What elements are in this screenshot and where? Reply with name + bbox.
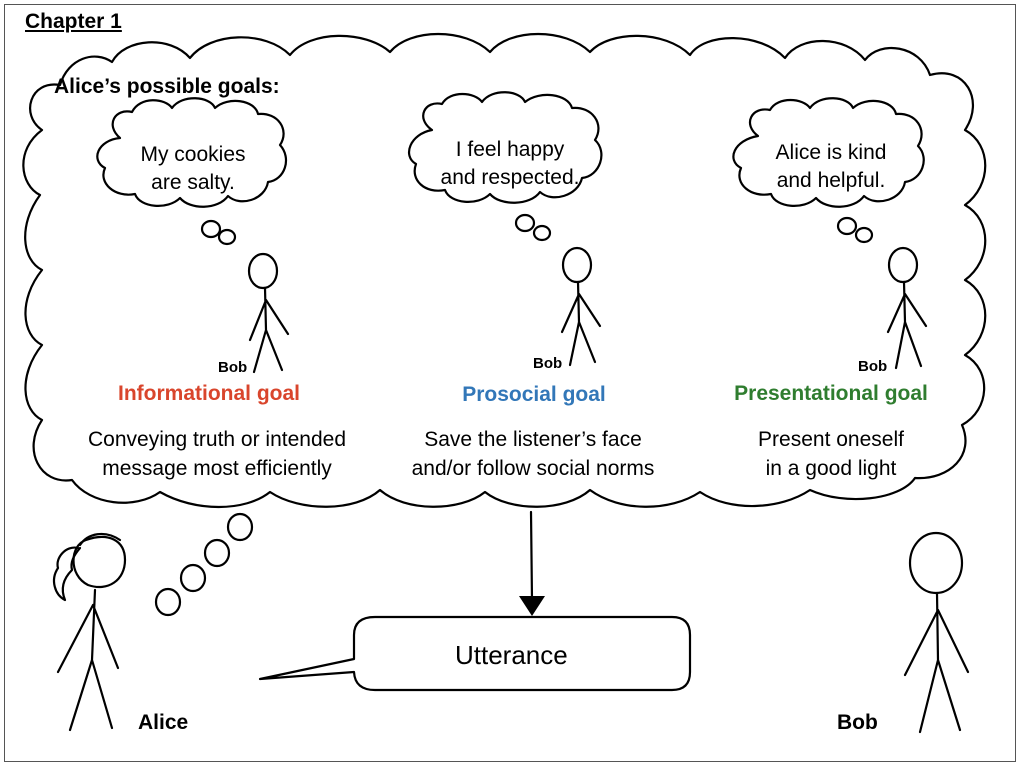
bob-label-small-2: Bob bbox=[533, 355, 563, 372]
speech-bubble bbox=[258, 615, 692, 692]
goal-name-prosocial: Prosocial goal bbox=[462, 383, 606, 406]
stick-figure-alice bbox=[52, 532, 127, 732]
utterance-label: Utterance bbox=[455, 640, 568, 670]
big-thought-cloud bbox=[22, 33, 987, 509]
figure-frame bbox=[4, 4, 1016, 762]
bob-label-small-1: Bob bbox=[218, 359, 248, 376]
thought-bubble bbox=[217, 228, 237, 246]
alice-thought-bubble bbox=[203, 538, 231, 568]
thought-bubble bbox=[514, 213, 536, 233]
goal-desc-presentational: Present oneself in a good light bbox=[758, 428, 904, 480]
stick-figure-bob-small-2 bbox=[560, 246, 602, 367]
arrow-shaft bbox=[529, 510, 534, 602]
arrow-head bbox=[519, 596, 545, 616]
chapter-title: Chapter 1 bbox=[25, 10, 122, 33]
bob-label-small-3: Bob bbox=[858, 358, 888, 375]
stick-figure-bob-small-3 bbox=[886, 246, 928, 370]
alice-label: Alice bbox=[138, 711, 189, 734]
thought-bubble bbox=[854, 226, 874, 244]
thought-cloud-bob-1 bbox=[96, 97, 288, 208]
thought-bubble bbox=[200, 219, 222, 239]
goal-desc-prosocial: Save the listener’s face and/or follow s… bbox=[411, 428, 655, 480]
thought-text-3: Alice is kind and helpful. bbox=[775, 141, 887, 192]
thought-bubble bbox=[532, 224, 552, 242]
stick-figure-bob-large bbox=[903, 531, 970, 734]
thought-cloud-bob-3 bbox=[732, 97, 925, 208]
goal-name-informational: Informational goal bbox=[117, 382, 301, 405]
stick-figure-bob-small-1 bbox=[247, 252, 290, 374]
goals-heading: Alice’s possible goals: bbox=[54, 75, 280, 98]
alice-thought-bubble bbox=[154, 587, 182, 617]
alice-thought-bubble bbox=[179, 563, 207, 593]
thought-bubble bbox=[836, 216, 858, 236]
thought-text-1: My cookies are salty. bbox=[140, 143, 246, 194]
bob-label: Bob bbox=[837, 711, 878, 734]
thought-cloud-bob-2 bbox=[408, 91, 603, 204]
thought-text-2: I feel happy and respected. bbox=[440, 138, 580, 189]
goal-name-presentational: Presentational goal bbox=[734, 382, 928, 405]
alice-thought-bubble bbox=[226, 512, 254, 542]
goal-desc-informational: Conveying truth or intended message most… bbox=[88, 428, 346, 480]
